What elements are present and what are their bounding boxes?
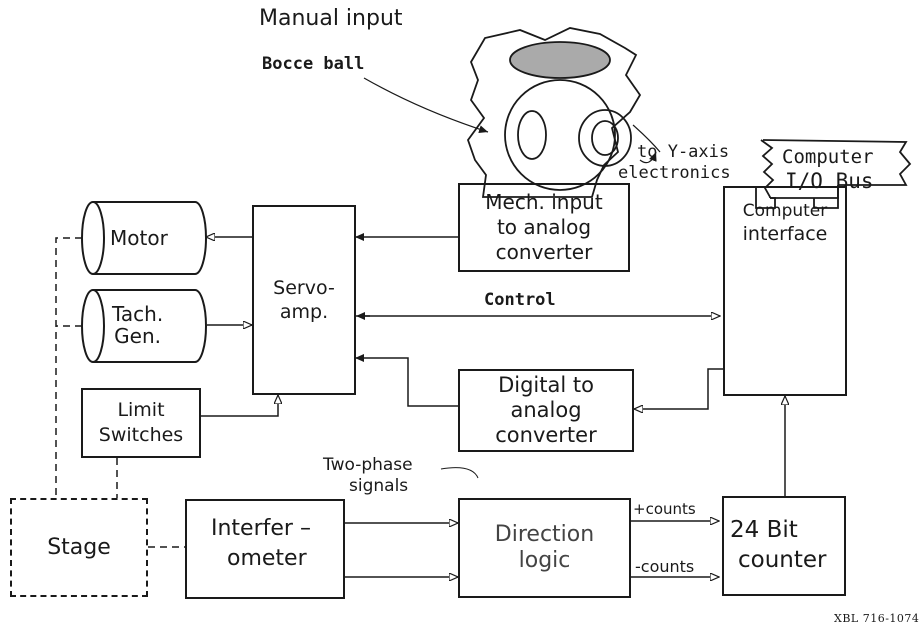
- stage-block: Stage: [10, 498, 148, 597]
- tach-label: Tach. Gen.: [112, 303, 163, 347]
- control-label: Control: [484, 289, 556, 311]
- interferometer-line2: ometer: [227, 545, 307, 573]
- interface-line2: interface: [725, 223, 845, 246]
- electronics-label: electronics: [618, 162, 731, 184]
- mech-input-converter-block: Mech. input to analog converter: [458, 183, 630, 272]
- bocce-ball-sketch: [468, 28, 640, 197]
- computer-line: Computer: [782, 145, 874, 169]
- to-y-axis-label: to Y-axis: [637, 141, 729, 163]
- bocce-ball-label: Bocce ball: [262, 53, 364, 75]
- counter-line2: counter: [738, 546, 827, 574]
- interferometer-line1: Interfer –: [211, 515, 311, 543]
- direction-logic-block: Direction logic: [458, 498, 631, 598]
- motor-label: Motor: [110, 227, 168, 249]
- direction-line1: Direction: [495, 522, 594, 548]
- limit-line2: Switches: [99, 423, 183, 448]
- mech-line1: Mech. input: [485, 190, 602, 215]
- stage-label: Stage: [47, 535, 111, 560]
- tach-line2: Gen.: [112, 325, 163, 347]
- dac-line1: Digital to: [498, 373, 594, 398]
- interface-to-dac-arrow: [634, 369, 723, 409]
- counter-block: 24 Bit counter: [722, 496, 846, 596]
- mech-line2: to analog: [497, 215, 591, 240]
- signals-label: signals: [349, 475, 408, 497]
- two-phase-pointer: [441, 468, 478, 478]
- bocce-pointer: [364, 78, 488, 132]
- interferometer-block: Interfer – ometer: [185, 499, 345, 599]
- minus-counts-label: -counts: [635, 556, 694, 578]
- manual-input-title: Manual input: [259, 8, 403, 30]
- limit-to-servo-arrow: [200, 395, 278, 416]
- mechanical-links: [56, 238, 117, 498]
- limit-line1: Limit: [117, 398, 164, 423]
- dac-to-servo-arrow: [355, 358, 458, 406]
- two-phase-label: Two-phase: [323, 454, 413, 476]
- dac-line3: converter: [495, 423, 596, 448]
- tach-line1: Tach.: [112, 303, 163, 325]
- dac-block: Digital to analog converter: [458, 369, 634, 452]
- dac-line2: analog: [510, 398, 581, 423]
- plus-counts-label: +counts: [633, 498, 696, 520]
- servo-line2: amp.: [280, 300, 328, 324]
- mech-line3: converter: [496, 240, 593, 265]
- figure-code: XBL 716-1074: [834, 608, 919, 630]
- counter-line1: 24 Bit: [730, 516, 798, 544]
- interface-line1: Computer: [725, 200, 845, 223]
- limit-switches-block: Limit Switches: [81, 388, 201, 458]
- servo-amp-block: Servo- amp.: [252, 205, 356, 395]
- computer-interface-block: Computer interface: [723, 186, 847, 396]
- direction-line2: logic: [519, 548, 571, 574]
- servo-line1: Servo-: [273, 276, 335, 300]
